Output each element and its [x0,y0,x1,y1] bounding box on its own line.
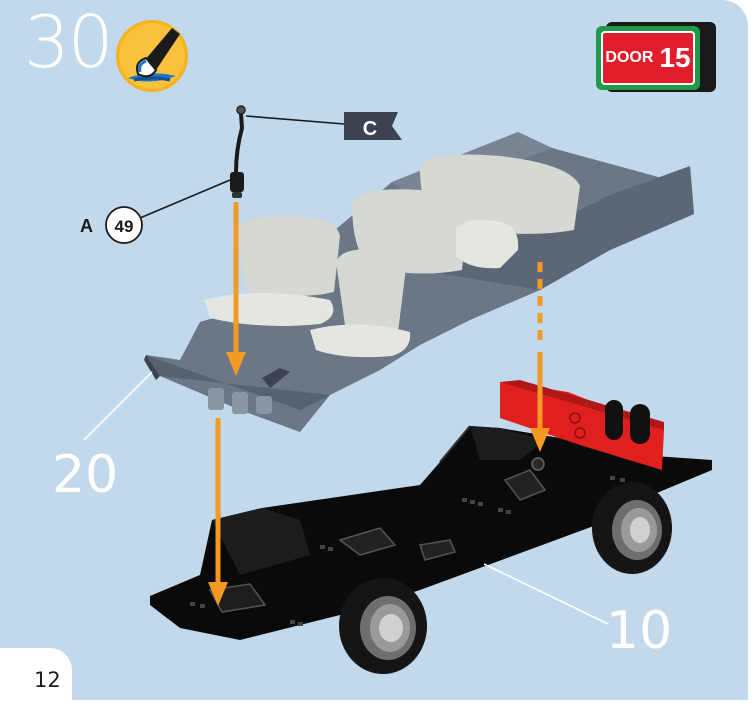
illustration-svg: C A 49 20 10 [0,0,748,700]
callout-body-number: 20 [52,445,118,505]
door-badge-inner: DOOR 15 [601,31,695,85]
gear-lever-part [230,106,245,198]
door-badge: DOOR 15 [596,26,710,92]
flag-c-icon: C [344,112,402,140]
flag-label: C [363,118,377,140]
door-badge-plate: DOOR 15 [596,26,700,90]
part-ref-number: 49 [115,217,134,236]
front-wheel [339,578,427,674]
page-number: 12 [34,668,61,692]
part-ref-letter: A [80,216,93,236]
door-number: 15 [659,42,690,74]
door-label: DOOR [605,49,653,67]
part-reference: A 49 [80,207,142,243]
callout-chassis-number: 10 [606,601,672,661]
car-body-part [144,132,694,432]
rear-wheel [592,482,672,574]
paint-brush-icon [116,20,188,92]
illustration-panel: 30 [0,0,748,700]
